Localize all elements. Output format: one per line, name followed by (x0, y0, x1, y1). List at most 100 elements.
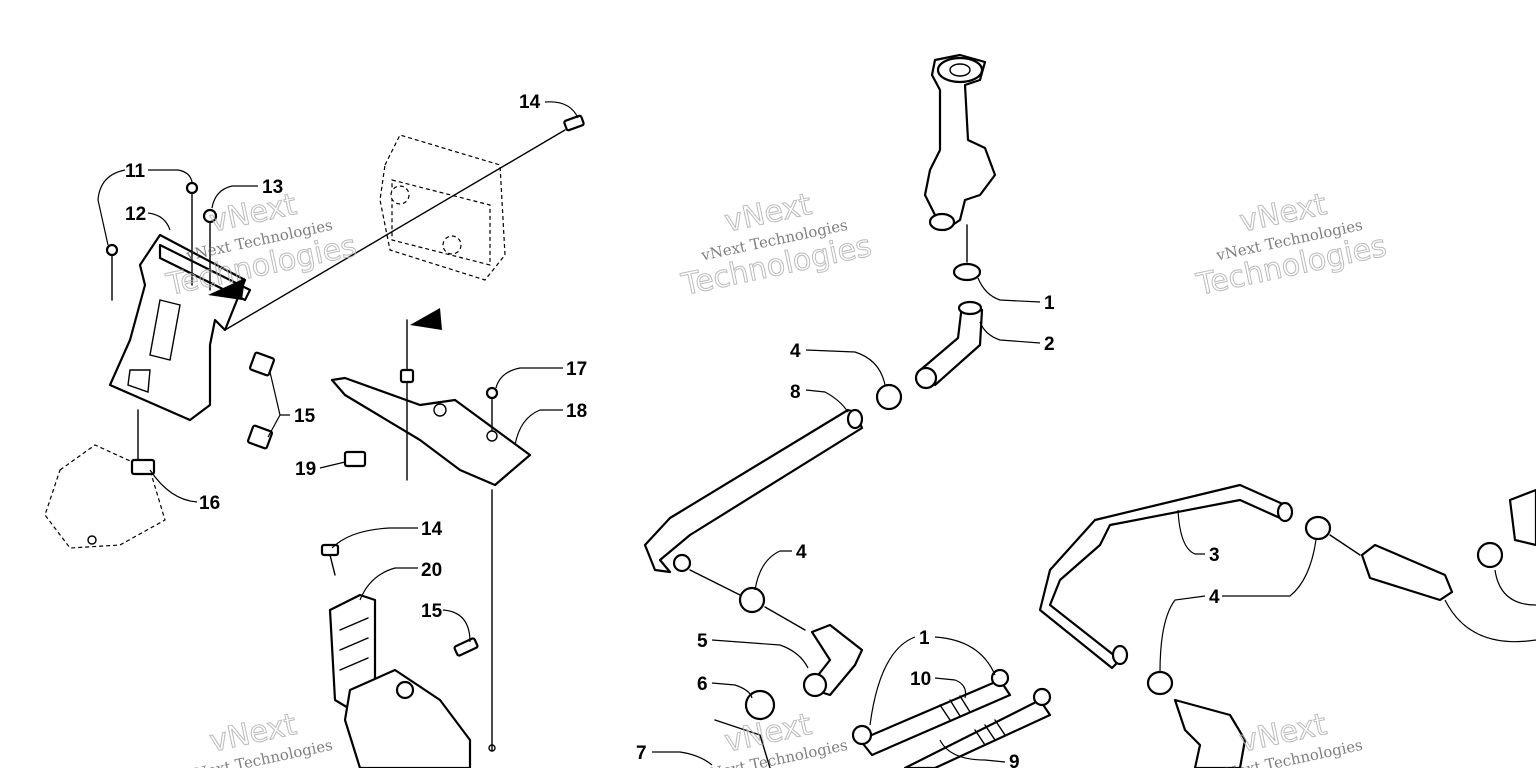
callout-6: 6 (697, 674, 708, 695)
leader-13 (211, 185, 258, 209)
leader-7 (652, 751, 713, 766)
leader-17 (495, 367, 563, 389)
callout-4-top: 4 (790, 341, 801, 362)
leader-8 (805, 389, 849, 413)
hose-10-ribs (939, 695, 971, 721)
clamp-1-bottom-a (851, 724, 873, 746)
oil-cooler-port-1 (390, 185, 410, 205)
screw-17 (485, 386, 499, 431)
callout-4-right: 4 (1209, 587, 1220, 608)
callout-11: 11 (125, 161, 146, 182)
callout-14-lower: 14 (421, 519, 443, 540)
leader-5 (711, 639, 809, 669)
leader-9 (939, 739, 1006, 763)
callout-18: 18 (566, 401, 587, 422)
callout-4-mid: 4 (796, 542, 807, 563)
leader-10 (934, 677, 967, 699)
callout-14-top: 14 (519, 92, 541, 113)
heat-shield (330, 376, 532, 487)
lower-frame-hole (395, 680, 415, 700)
callout-15-upper: 15 (294, 406, 316, 427)
leader-20 (359, 567, 418, 601)
clip-nut-15-upper (248, 351, 276, 377)
callout-12: 12 (125, 204, 146, 225)
hose-2-right (1360, 543, 1454, 602)
callout-17: 17 (566, 359, 587, 380)
screw-11-left (105, 243, 119, 301)
bolt-14-lower (320, 543, 340, 576)
lower-frame (343, 668, 472, 768)
leader-16 (149, 469, 198, 503)
hose-5-end (802, 672, 828, 698)
clamp-1-right (1476, 541, 1504, 569)
leader-11 (97, 169, 193, 246)
hose-3 (1038, 483, 1287, 670)
hose-8 (643, 408, 864, 574)
bracket-cutout-2 (127, 369, 151, 393)
bracket-cutout-1 (149, 299, 181, 361)
watermark-2: vNext vNext Technologies Technologies (677, 187, 875, 304)
hose-8-end-top (846, 408, 864, 430)
hose-3-axis (1329, 534, 1361, 556)
callout-3: 3 (1209, 545, 1220, 566)
bracket-7 (714, 719, 771, 768)
clamp-4-right-top (1304, 515, 1332, 541)
hose-10 (858, 678, 1012, 757)
shield-hole-2 (486, 430, 498, 442)
leader-4c (1159, 539, 1317, 673)
leader-14b (331, 527, 418, 549)
leader-4a (805, 349, 886, 386)
oil-cooler-core (391, 179, 491, 266)
leader-6 (711, 682, 753, 699)
callout-13: 13 (262, 177, 283, 198)
housing-outlet (928, 212, 956, 232)
direction-arrow-2 (410, 308, 442, 330)
thermostat-housing (923, 53, 997, 232)
callout-19: 19 (295, 459, 316, 480)
clamp-6 (744, 689, 776, 721)
shield-hole-1 (433, 403, 447, 417)
clamp-4-top (875, 383, 903, 411)
callout-20: 20 (421, 560, 442, 581)
bolt-14-top (563, 114, 585, 132)
clip-16 (130, 458, 156, 476)
clamp-1-bottom-c (1032, 687, 1052, 707)
callout-15-lower: 15 (421, 601, 443, 622)
watermark-4: vNext vNext Technologies (184, 707, 334, 768)
clamp-1-bottom-b (990, 668, 1010, 688)
housing-flange (936, 56, 984, 84)
leader-12 (147, 212, 171, 231)
callout-8: 8 (790, 382, 801, 403)
callout-10: 10 (910, 669, 931, 690)
callout-7: 7 (636, 743, 647, 764)
hose-3-end-right (1276, 501, 1294, 523)
hose-2-end (957, 300, 983, 316)
leader-3 (1177, 509, 1205, 555)
leader-15b (442, 609, 471, 643)
clip-nut-15-lower (246, 424, 274, 450)
hose-9-ribs (974, 719, 1006, 746)
hose-8-axis (689, 569, 741, 596)
callout-1-top: 1 (1044, 293, 1055, 314)
callout-9: 9 (1009, 752, 1020, 768)
clamp-4-mid (738, 586, 766, 614)
leader-15a (267, 371, 290, 438)
frame-hole (87, 535, 97, 545)
oil-cooler-port-2 (442, 235, 462, 255)
clamp-4-right-bottom (1146, 670, 1174, 696)
hose-5-axis (764, 606, 806, 631)
clamp-1-top (952, 262, 982, 282)
housing-port (949, 63, 971, 77)
callout-5: 5 (697, 631, 708, 652)
clip-nut-19 (343, 450, 367, 468)
bracket-20-fins (339, 617, 369, 671)
watermark-3: vNext vNext Technologies Technologies (1192, 187, 1390, 304)
cooler-bolt-line (224, 129, 566, 331)
leader-1c (1494, 569, 1536, 606)
screw-11-right (185, 181, 199, 286)
leader-2b (1444, 599, 1536, 643)
leader-4b (754, 550, 792, 591)
hose-3-end-left (1111, 644, 1129, 666)
leader-14a (544, 101, 579, 119)
